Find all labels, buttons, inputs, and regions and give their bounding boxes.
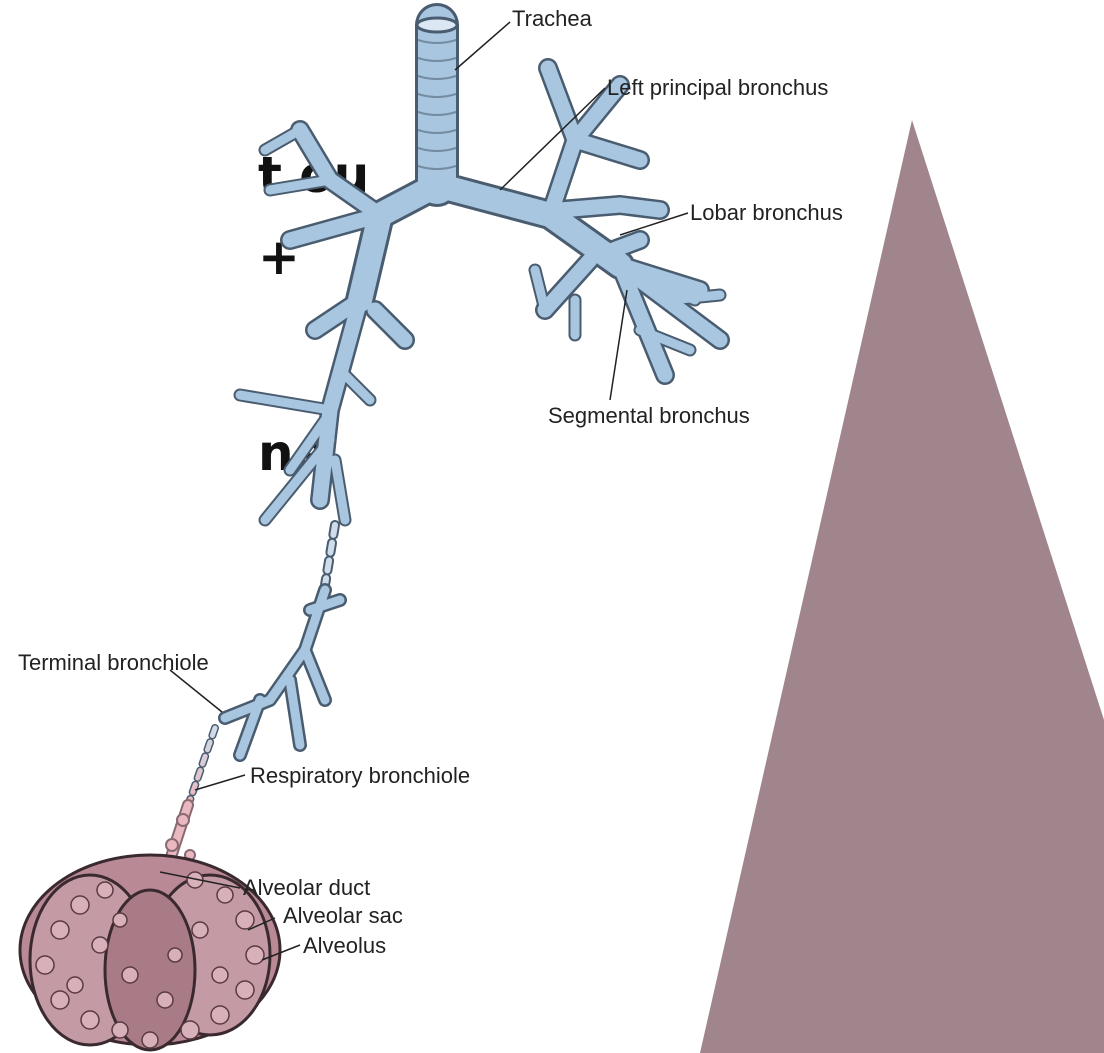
label-alveolar-sac: Alveolar sac: [283, 905, 403, 927]
airway-tree: [150, 18, 720, 870]
label-trachea: Trachea: [512, 8, 592, 30]
label-alveolus: Alveolus: [303, 935, 386, 957]
label-left-principal-bronchus: Left principal bronchus: [607, 77, 828, 99]
label-alveolar-duct: Alveolar duct: [243, 877, 370, 899]
decorative-triangle: [700, 120, 1104, 1053]
label-lobar-bronchus: Lobar bronchus: [690, 202, 843, 224]
label-segmental-bronchus: Segmental bronchus: [548, 405, 750, 427]
alveolar-cluster: [20, 855, 280, 1050]
label-terminal-bronchiole: Terminal bronchiole: [18, 652, 209, 674]
label-respiratory-bronchiole: Respiratory bronchiole: [250, 765, 470, 787]
